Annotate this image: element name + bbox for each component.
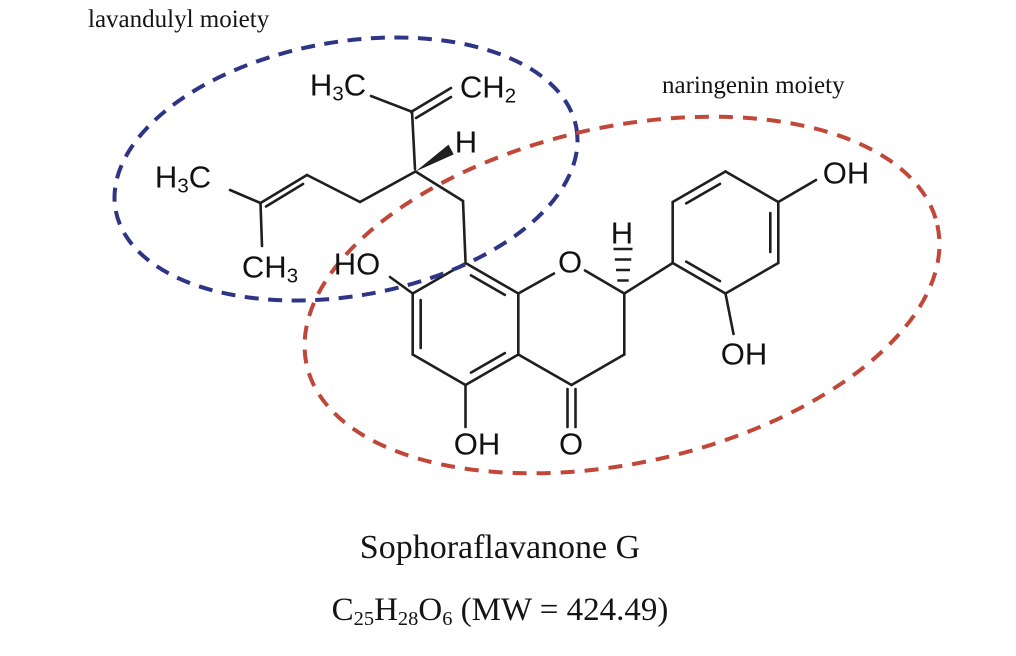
molecule-title: Sophoraflavanone G	[359, 529, 641, 566]
molecule-formula: C25H28O6 (MW = 424.49)	[331, 592, 669, 631]
b-ring-bonds	[671, 170, 818, 336]
bond	[305, 173, 362, 204]
a-ring-bonds	[388, 261, 520, 429]
bond	[414, 170, 465, 203]
atom-label-ho-c7: HO	[333, 246, 381, 282]
double-bond-inner	[684, 260, 722, 283]
atom-label-h3c-isopropenyl: H3C	[309, 67, 367, 105]
bond	[228, 188, 262, 205]
atom-label-oh-c5: OH	[453, 426, 501, 462]
hash-wedge-bond	[613, 247, 633, 282]
lavandulyl-chain-bonds	[228, 86, 467, 263]
bond	[410, 109, 417, 171]
bond	[724, 261, 780, 295]
atom-label-o-ketone: O	[558, 426, 584, 462]
bond	[724, 170, 780, 204]
label-lavandulyl-moiety: lavandulyl moiety	[88, 6, 270, 33]
lavandulyl-ellipse	[112, 35, 580, 303]
bond	[464, 261, 520, 295]
double-bond-inner	[684, 182, 722, 205]
bond	[570, 353, 626, 387]
atom-label-ch3-prenyl: CH3	[241, 249, 299, 287]
bond	[369, 94, 412, 113]
atom-label-oh-para: OH	[822, 155, 870, 191]
c-ring-bonds	[516, 247, 675, 429]
wedge-bond	[415, 144, 454, 172]
double-bond-inner	[469, 274, 507, 297]
atom-label-ch2: CH2	[459, 69, 517, 107]
label-naringenin-moiety: naringenin moiety	[662, 72, 845, 99]
atom-label-h-lavandulyl-stereo: H	[454, 124, 478, 160]
bond	[583, 269, 626, 295]
bond	[411, 353, 467, 387]
atom-label-h3c-prenyl: H3C	[154, 159, 212, 197]
atom-label-h-c2-stereo: H	[610, 215, 634, 251]
bond	[516, 272, 556, 295]
bond	[671, 170, 727, 204]
double-bond-inner	[469, 351, 507, 374]
double-bond-outer	[259, 173, 309, 205]
bond	[622, 261, 675, 295]
bond	[388, 275, 415, 295]
bond	[516, 353, 573, 387]
naringenin-ellipse	[302, 114, 942, 476]
bond	[776, 178, 818, 204]
atom-label-oh-ortho: OH	[720, 336, 768, 372]
bond	[358, 170, 417, 204]
double-bond-inner	[264, 182, 305, 208]
bond	[461, 199, 467, 263]
bond	[671, 261, 727, 295]
bond	[259, 201, 264, 248]
double-bond-inner	[414, 95, 453, 120]
bond	[724, 292, 735, 336]
atom-label-o-pyran: O	[557, 244, 583, 280]
bond	[464, 353, 520, 387]
double-bond-outer	[409, 86, 453, 114]
